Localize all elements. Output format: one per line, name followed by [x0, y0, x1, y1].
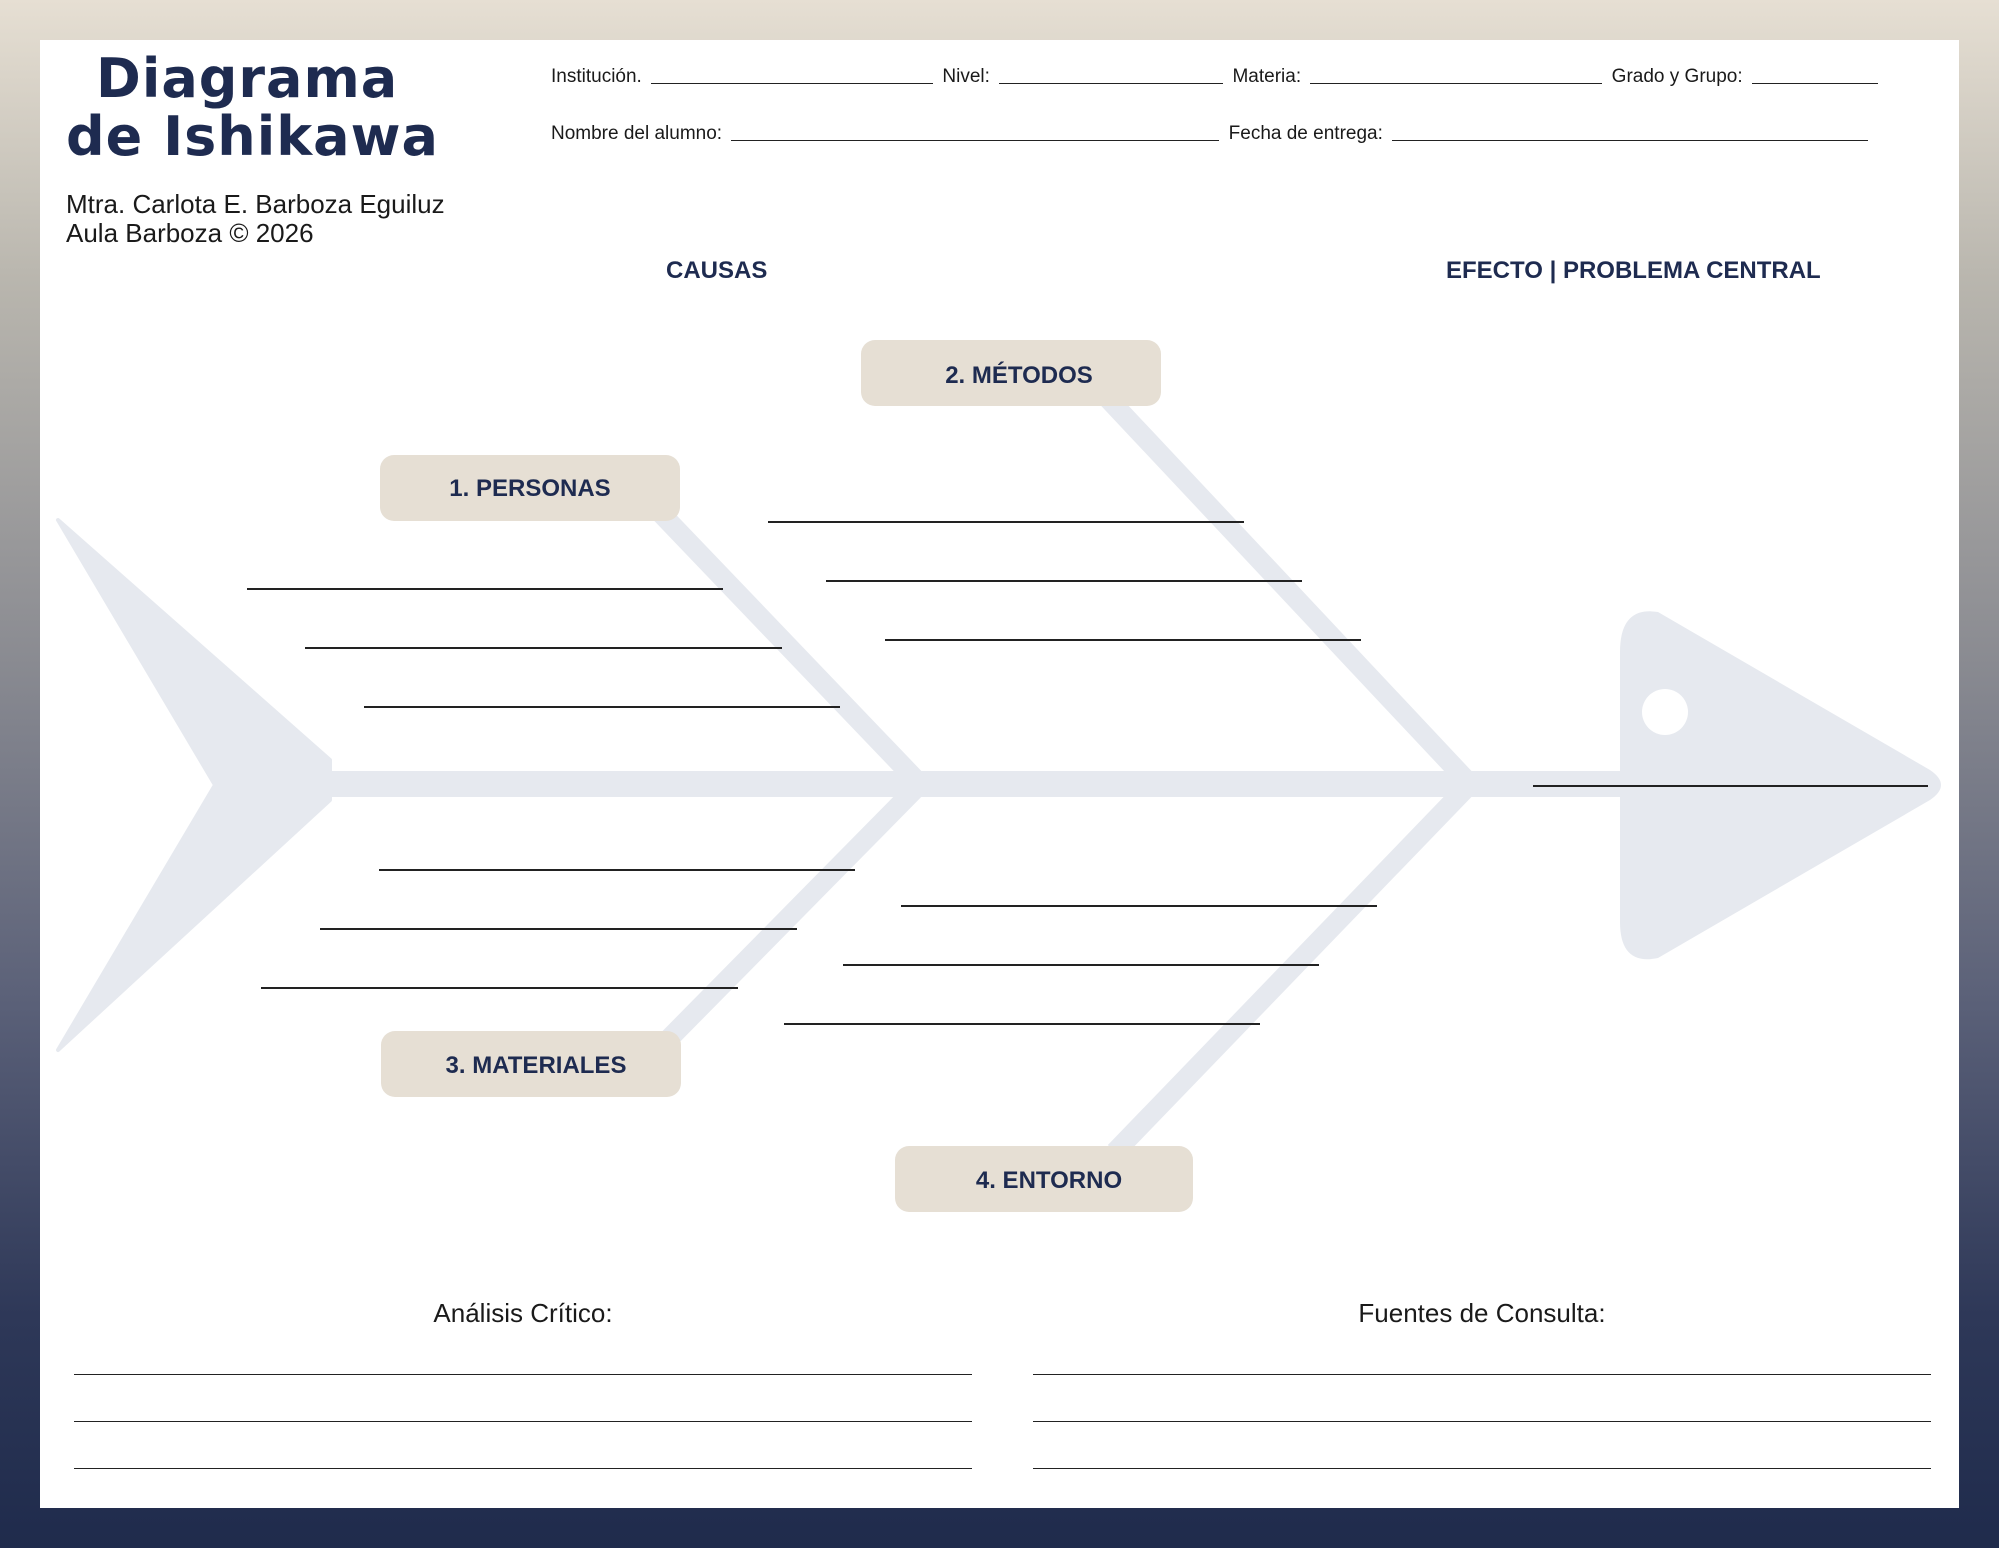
nivel-label: Nivel:	[942, 66, 990, 87]
category-entorno-label: 4. ENTORNO	[976, 1167, 1122, 1194]
fish-tail	[56, 518, 332, 1052]
analisis-line[interactable]	[74, 1468, 972, 1469]
copyright-text: Aula Barboza © 2026	[66, 218, 314, 248]
bone-materiales	[642, 776, 928, 1066]
category-entorno-box	[895, 1146, 1193, 1212]
nivel-field[interactable]	[999, 65, 1224, 84]
nombre-alumno-field[interactable]	[731, 122, 1220, 141]
fuentes-line[interactable]	[1033, 1421, 1931, 1422]
entorno-lines	[784, 905, 1377, 1025]
analisis-line[interactable]	[74, 1421, 972, 1422]
bone-personas	[642, 495, 928, 791]
personas-lines	[247, 588, 840, 708]
fuentes-line[interactable]	[1033, 1468, 1931, 1469]
causas-heading: CAUSAS	[666, 257, 768, 284]
materia-label: Materia:	[1232, 66, 1302, 87]
institucion-label: Institución.	[551, 66, 642, 87]
grado-grupo-field[interactable]	[1751, 65, 1878, 84]
title-line-2: de Ishikawa	[66, 105, 439, 168]
institucion-field[interactable]	[651, 65, 934, 84]
grado-grupo-label: Grado y Grupo:	[1611, 66, 1743, 87]
category-metodos-box	[861, 340, 1161, 406]
category-materiales-label: 3. MATERIALES	[446, 1052, 627, 1079]
materiales-lines	[261, 869, 855, 989]
category-metodos-label: 2. MÉTODOS	[945, 361, 1093, 389]
fecha-entrega-field[interactable]	[1392, 122, 1869, 141]
author-block: Mtra. Carlota E. Barboza Eguiluz Aula Ba…	[66, 190, 445, 248]
nombre-alumno-label: Nombre del alumno:	[551, 123, 723, 144]
fishbone-diagram: 1. PERSONAS 2. MÉTODOS 3. MATERIALES 4. …	[56, 340, 1941, 1212]
materia-field[interactable]	[1310, 65, 1603, 84]
bone-entorno	[1107, 777, 1478, 1159]
efecto-heading: EFECTO | PROBLEMA CENTRAL	[1446, 257, 1821, 284]
author-name: Mtra. Carlota E. Barboza Eguiluz	[66, 189, 445, 219]
fish-eye	[1642, 689, 1688, 735]
metodos-lines	[768, 521, 1361, 641]
analisis-line[interactable]	[74, 1374, 972, 1375]
category-metodos: 2. MÉTODOS	[861, 340, 1161, 406]
category-entorno: 4. ENTORNO	[895, 1146, 1193, 1212]
title-line-1: Diagrama	[96, 47, 399, 110]
category-personas-label: 1. PERSONAS	[449, 475, 610, 502]
bone-metodos	[1092, 383, 1478, 791]
worksheet: Diagrama de Ishikawa Mtra. Carlota E. Ba…	[40, 40, 1959, 1508]
form-row-1: Institución. Nivel: Materia: Grado y Gru…	[551, 65, 1882, 88]
fuentes-heading: Fuentes de Consulta:	[1358, 1298, 1606, 1328]
category-personas: 1. PERSONAS	[380, 455, 680, 521]
fuentes-line[interactable]	[1033, 1374, 1931, 1375]
category-materiales: 3. MATERIALES	[381, 1031, 681, 1097]
page-title: Diagrama de Ishikawa	[66, 50, 439, 166]
fecha-entrega-label: Fecha de entrega:	[1228, 123, 1383, 144]
form-row-2: Nombre del alumno: Fecha de entrega:	[551, 122, 1872, 145]
category-materiales-box	[381, 1031, 681, 1097]
analisis-heading: Análisis Crítico:	[433, 1298, 613, 1328]
category-personas-box	[380, 455, 680, 521]
